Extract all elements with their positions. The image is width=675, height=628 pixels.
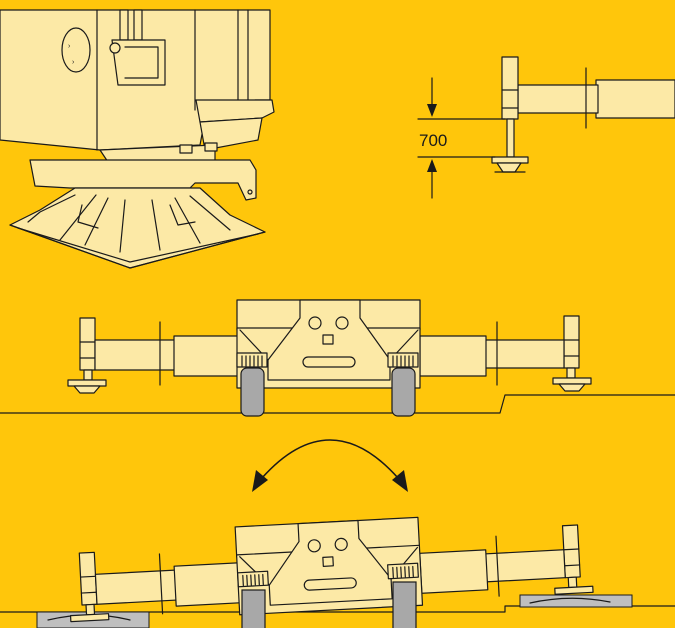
dimension-arrow-icon — [427, 104, 437, 117]
svg-text:›: › — [72, 59, 75, 66]
dimension-label: 700 — [419, 131, 447, 150]
tilted-chassis-view — [0, 516, 675, 628]
level-chassis-view — [0, 299, 675, 417]
svg-text:›: › — [68, 43, 71, 50]
dimension-700: 700 — [417, 77, 506, 199]
dimension-arrow-icon — [427, 159, 437, 172]
tilt-rotation-arrow — [252, 439, 408, 492]
curved-double-arrow-icon — [252, 470, 268, 492]
machine-detail-view: › › — [0, 9, 275, 269]
outrigger-side-view — [491, 56, 675, 173]
curved-double-arrow-icon — [392, 470, 408, 492]
